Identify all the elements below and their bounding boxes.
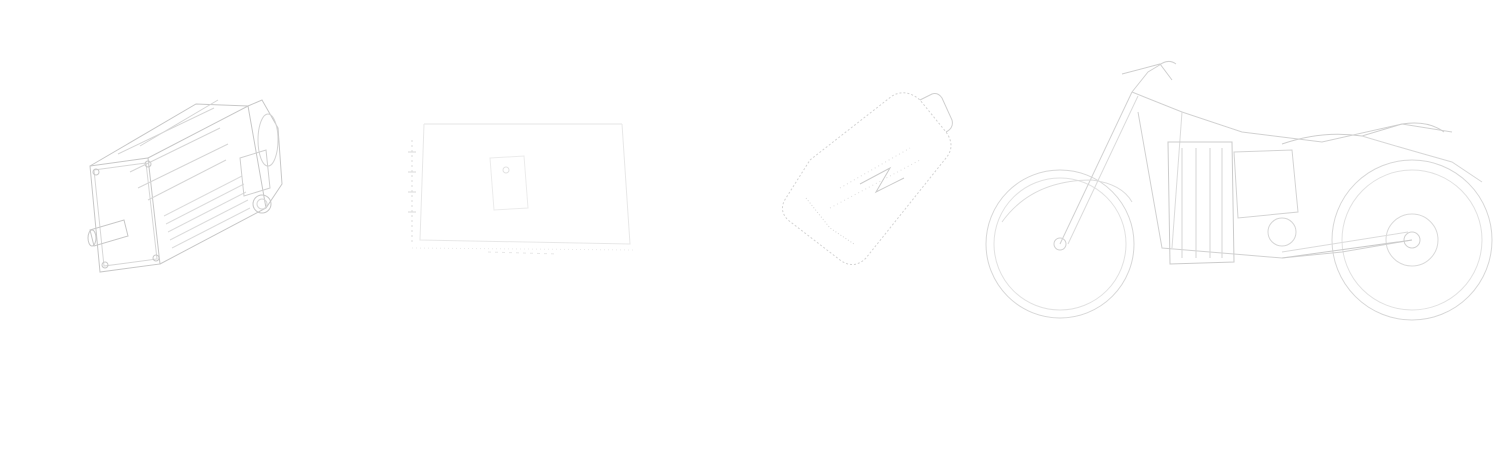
motor-controller-icon bbox=[398, 112, 642, 272]
electric-motorcycle-icon bbox=[982, 52, 1495, 324]
battery-pack-icon bbox=[770, 88, 960, 278]
electric-motor-icon bbox=[78, 88, 290, 280]
